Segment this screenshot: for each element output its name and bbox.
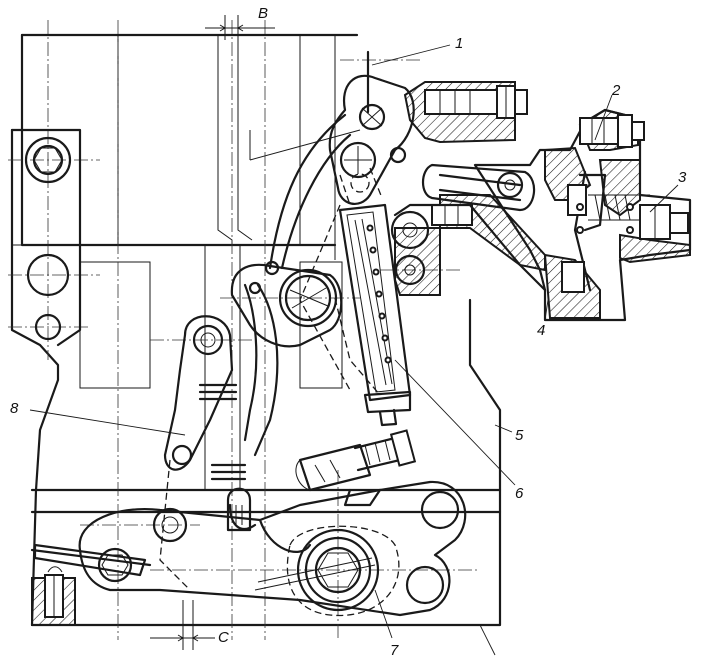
label-6: 6 bbox=[515, 485, 524, 502]
swing-plate bbox=[230, 260, 381, 396]
label-4: 4 bbox=[537, 322, 545, 339]
upper-lever bbox=[268, 50, 415, 270]
lower-left-block bbox=[30, 543, 152, 626]
middle-block bbox=[390, 194, 547, 296]
label-7: 7 bbox=[390, 642, 399, 659]
label-5: 5 bbox=[515, 427, 524, 444]
label-2: 2 bbox=[611, 82, 621, 99]
lever-8 bbox=[159, 283, 279, 591]
leader-lines bbox=[29, 44, 679, 656]
rod-assembly-6 bbox=[299, 203, 412, 427]
slotted-link-4 bbox=[421, 163, 689, 293]
label-dimension-c: C bbox=[218, 629, 229, 646]
left-bracket bbox=[10, 128, 82, 347]
small-bolt bbox=[226, 487, 252, 532]
lower-lever-7 bbox=[78, 480, 467, 617]
label-1: 1 bbox=[455, 35, 463, 52]
detent-screw bbox=[295, 429, 417, 507]
screw-block-2 bbox=[403, 81, 692, 322]
dimension-b bbox=[205, 15, 275, 40]
label-3: 3 bbox=[678, 169, 687, 186]
dimension-c bbox=[150, 600, 215, 650]
label-8: 8 bbox=[10, 400, 19, 417]
label-dimension-b: B bbox=[258, 5, 268, 22]
